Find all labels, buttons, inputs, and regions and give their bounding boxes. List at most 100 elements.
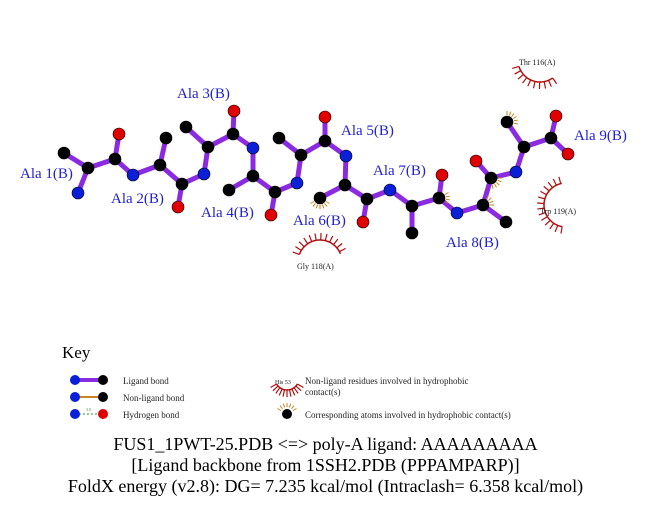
oxygen-atom [227, 104, 241, 118]
gly118-spoke [324, 233, 328, 241]
carbon-atom [313, 191, 327, 205]
contact-residue-label: Thr 116(A) [519, 58, 556, 67]
carbon-atom [57, 146, 71, 160]
carbon-atom [268, 185, 282, 199]
nitrogen-atom [290, 176, 304, 190]
key-contact-atom [282, 409, 292, 419]
oxygen-atom [561, 147, 575, 161]
contact-spoke [488, 197, 492, 201]
carbon-atom [201, 140, 215, 154]
carbon-atom [272, 131, 286, 145]
key-hbond: Hydrogen bond [123, 410, 180, 420]
residue-label: Ala 3(B) [177, 86, 230, 102]
oxygen-atom [318, 110, 332, 124]
contact-spoke [277, 408, 282, 411]
residue-label: Ala 4(B) [201, 205, 254, 221]
key-carbon-atom [98, 392, 108, 402]
contact-spoke [494, 183, 497, 188]
carbon-atom [405, 199, 419, 213]
residue-label: Ala 8(B) [446, 235, 499, 251]
carbon-atom [175, 177, 189, 191]
contact-spoke [444, 192, 449, 195]
carbon-atom [222, 183, 236, 197]
key-contact-spoke [282, 389, 286, 397]
contact-spoke [291, 405, 295, 409]
footer-line-2: [Ligand backbone from 1SSH2.PDB (PPPAMPA… [131, 455, 520, 475]
key-nitrogen-atom [70, 375, 80, 385]
key-oxygen-atom [98, 409, 108, 419]
thr116-arc [518, 66, 554, 83]
carbon-atom [338, 178, 352, 192]
key-contact-spoke [288, 389, 292, 397]
trp119-spoke [540, 190, 547, 196]
thr116-spoke [548, 80, 552, 87]
thr116-spoke [532, 81, 536, 89]
key-hbond-distance: 3.0 [86, 407, 91, 412]
contact-spoke [325, 201, 330, 204]
key-contact-spoke [293, 387, 299, 394]
nitrogen-atom [71, 186, 85, 200]
carbon-atom [226, 127, 240, 141]
key-ligand-bond: Ligand bond [123, 376, 169, 386]
carbon-atom [405, 226, 419, 240]
carbon-atom [294, 148, 308, 162]
thr116-spoke [522, 77, 528, 84]
contact-spoke [288, 403, 292, 408]
key-contact-spoke [272, 385, 279, 392]
nitrogen-atom [383, 183, 397, 197]
nitrogen-atom [450, 206, 464, 220]
trp119-spoke [549, 222, 555, 230]
contact-residue-label: Gly 118(A) [297, 262, 334, 271]
carbon-atom [318, 134, 332, 148]
key-contact-spoke [291, 388, 296, 396]
key-corresponding-atoms: Corresponding atoms involved in hydropho… [305, 410, 511, 420]
contact-spoke [310, 201, 315, 204]
gly118-spoke [333, 238, 339, 246]
contact-spoke [312, 203, 316, 207]
gly118-spoke [292, 251, 300, 256]
key-contact-spoke [295, 385, 302, 392]
residue-label: Ala 5(B) [341, 123, 394, 139]
key-nitrogen-atom [70, 392, 80, 402]
residue-label: Ala 6(B) [293, 213, 346, 229]
gly118-spoke [329, 235, 334, 243]
key-nitrogen-atom [70, 409, 80, 419]
gly118-spoke [336, 242, 343, 249]
key-title: Key [62, 343, 91, 362]
gly118-spoke [298, 241, 305, 248]
key-contact-spoke [297, 383, 304, 389]
contact-spoke [486, 195, 489, 200]
trp119-spoke [537, 196, 546, 200]
nitrogen-atom [246, 141, 260, 155]
key-contact-spoke [275, 387, 281, 394]
contact-spoke [444, 201, 449, 204]
trp119-arc [543, 182, 563, 228]
trp119-spoke [558, 176, 562, 184]
trp119-spoke [554, 225, 559, 233]
carbon-atom [544, 131, 558, 145]
nitrogen-atom [339, 149, 353, 163]
nitrogen-atom [509, 165, 523, 179]
contact-spoke [513, 119, 518, 122]
contact-spoke [496, 182, 500, 186]
footer-line-3: FoldX energy (v2.8): DG= 7.235 kcal/mol … [67, 476, 584, 496]
contact-spoke [292, 408, 297, 411]
thr116-spoke [512, 65, 520, 70]
carbon-atom [153, 158, 167, 172]
nitrogen-atom [126, 168, 140, 182]
thr116-spoke [543, 81, 547, 89]
contact-spoke [489, 200, 494, 204]
contact-spoke [445, 198, 450, 201]
contact-spoke [491, 184, 494, 189]
carbon-atom [476, 198, 490, 212]
carbon-atom [517, 140, 531, 154]
carbon-atom [484, 171, 498, 185]
thr116-spoke [552, 77, 558, 85]
carbon-atom [81, 161, 95, 175]
contact-spoke [508, 111, 512, 116]
carbon-atom [360, 192, 374, 206]
contact-spoke [282, 403, 286, 408]
oxygen-atom [549, 109, 563, 123]
contact-spoke [279, 405, 283, 409]
